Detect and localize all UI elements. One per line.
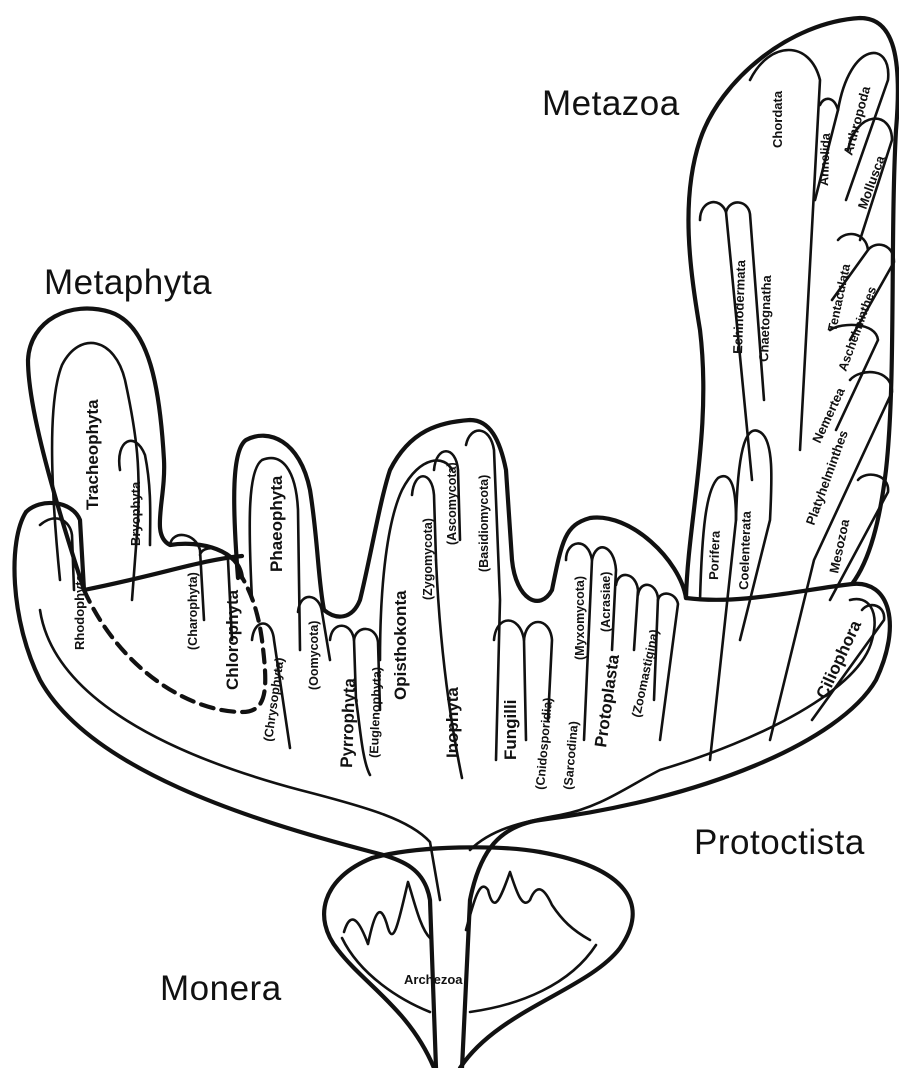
fungilli-label: Fungilli bbox=[501, 700, 520, 760]
platyhelminthes-label: Platyhelminthes bbox=[803, 428, 851, 527]
cnidosporidia-label: (Cnidosporidia) bbox=[533, 697, 555, 790]
zoomastigina-finger bbox=[658, 594, 678, 740]
zygomycota-label: (Zygomycota) bbox=[421, 518, 435, 600]
myxomycota-label: (Myxomycota) bbox=[573, 576, 587, 660]
pyrrophyta-label: Pyrrophyta bbox=[337, 677, 359, 768]
monera-top-curve bbox=[372, 847, 540, 858]
oomycota-label: (Oomycota) bbox=[307, 621, 321, 690]
central-scallop bbox=[324, 420, 686, 617]
inophyta-label: Inophyta bbox=[443, 687, 462, 758]
chlorophyta-label: Chlorophyta bbox=[223, 589, 242, 690]
metazoa-region bbox=[686, 18, 898, 760]
coelenterata-label: Coelenterata bbox=[736, 510, 754, 590]
echinodermata-label: Echinodermata bbox=[730, 259, 748, 354]
metaphyta-label: Metaphyta bbox=[44, 263, 212, 302]
chordata-finger bbox=[750, 50, 820, 450]
tracheophyta-label: Tracheophyta bbox=[83, 399, 102, 510]
bryophyta-label: Bryophyta bbox=[128, 481, 143, 546]
archezoa-label: Archezoa bbox=[404, 972, 463, 987]
phaeophyta-label: Phaeophyta bbox=[267, 475, 286, 572]
protoctista-label: Protoctista bbox=[694, 823, 865, 862]
monera-outline bbox=[324, 852, 633, 1068]
rhodophyta-label: Rhodophyta bbox=[72, 573, 87, 650]
opisthokonta-label: Opisthokonta bbox=[391, 590, 410, 700]
metazoa-label: Metazoa bbox=[542, 84, 680, 123]
monera-inner-wave-right bbox=[466, 872, 590, 940]
annelida-label: Annelida bbox=[817, 132, 833, 186]
tentaculata-label: Tentaculata bbox=[825, 262, 853, 333]
sarcodina-label: (Sarcodina) bbox=[561, 721, 581, 791]
chaetognatha-label: Chaetognatha bbox=[756, 274, 774, 362]
euglenophyta-label: (Euglenophyta) bbox=[367, 667, 384, 758]
metaphyta-region bbox=[28, 309, 242, 620]
chordata-label: Chordata bbox=[770, 90, 785, 148]
acrasiae-finger bbox=[616, 575, 638, 650]
acrasiae-label: (Acrasiae) bbox=[599, 572, 613, 632]
monera-inner-wave-left bbox=[344, 882, 430, 944]
porifera-label: Porifera bbox=[706, 530, 723, 580]
monera-region bbox=[324, 847, 633, 1068]
protoctista-inner-right bbox=[470, 599, 875, 850]
ascomycota-label: (Ascomycota) bbox=[445, 462, 459, 545]
charophyta-label: (Charophyta) bbox=[186, 572, 200, 650]
ciliophora-label: Ciliophora bbox=[812, 617, 865, 702]
monera-label: Monera bbox=[160, 969, 282, 1008]
porifera-finger bbox=[700, 476, 736, 760]
protoplasta-label: Protoplasta bbox=[591, 653, 623, 749]
basidiomycota-label: (Basidiomycota) bbox=[477, 475, 491, 572]
